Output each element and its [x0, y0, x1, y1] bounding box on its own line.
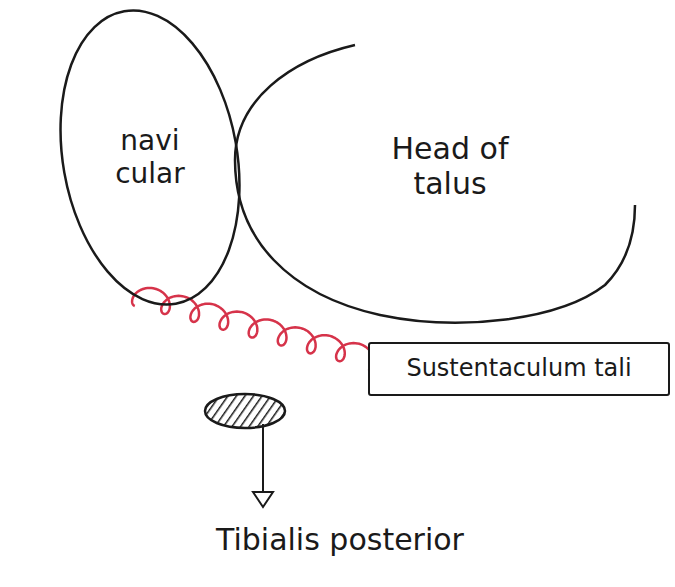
process-box: Sustentaculum tali	[368, 342, 670, 396]
part-label: Tibialis posterior	[150, 522, 530, 557]
tendon-section	[205, 394, 285, 428]
bone-outline: navi cular	[55, 5, 245, 310]
bone-name: navi cular	[100, 125, 200, 189]
bone-name: Head of talus	[370, 132, 530, 201]
spring-ligament	[132, 288, 374, 369]
leader-line	[262, 424, 264, 492]
bone-name: Sustentaculum tali	[406, 355, 631, 383]
leader-arrowhead	[253, 492, 273, 507]
bone-outline: Head of talus	[230, 40, 650, 340]
